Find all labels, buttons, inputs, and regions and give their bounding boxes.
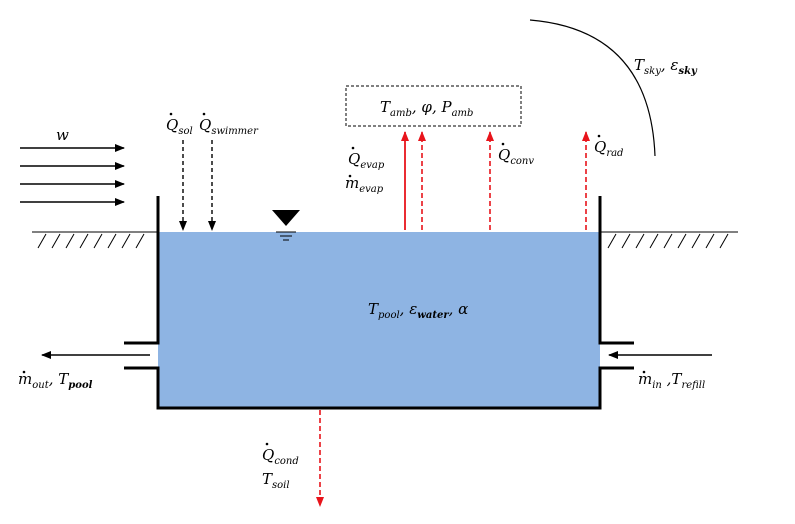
svg-text:Qsol: Qsol <box>166 116 193 137</box>
evap-mass-label: mevap <box>345 174 384 195</box>
svg-text:Qrad: Qrad <box>594 138 623 159</box>
ambient-label: Tamb, φ, Pamb <box>380 98 473 119</box>
rad-heat-label: Qrad <box>594 134 623 159</box>
evap-heat-label: Qevap <box>348 146 385 171</box>
svg-text:Qevap: Qevap <box>348 150 385 171</box>
svg-text:Qswimmer: Qswimmer <box>199 116 259 137</box>
wind-label: w <box>56 126 69 144</box>
outlet-label: mout, Tpool <box>18 370 93 391</box>
ground-hatch-left <box>32 231 158 249</box>
water-level-symbol <box>272 210 300 241</box>
pool-water <box>158 232 600 408</box>
wind-arrows <box>20 144 125 206</box>
svg-text:mevap: mevap <box>345 174 384 195</box>
solar-label: Qsol <box>166 112 193 137</box>
swimmer-label: Qswimmer <box>199 112 259 137</box>
cond-heat-label: Qcond <box>262 442 299 467</box>
sky-arc <box>529 19 656 157</box>
svg-text:Qcond: Qcond <box>262 446 299 467</box>
sky-label: Tsky, εsky <box>634 56 698 77</box>
pool-properties-label: Tpool, εwater, α <box>368 300 468 321</box>
svg-text:mout, Tpool: mout, Tpool <box>18 370 93 391</box>
inlet-label: min ,Trefill <box>638 370 705 391</box>
conv-heat-label: Qconv <box>498 142 534 167</box>
svg-text:min ,Trefill: min ,Trefill <box>638 370 705 391</box>
svg-text:Qconv: Qconv <box>498 146 534 167</box>
ambient-conditions-box <box>345 85 522 127</box>
ground-hatch-right <box>600 231 738 249</box>
soil-label: Tsoil <box>262 470 290 491</box>
pool-walls <box>124 196 634 410</box>
